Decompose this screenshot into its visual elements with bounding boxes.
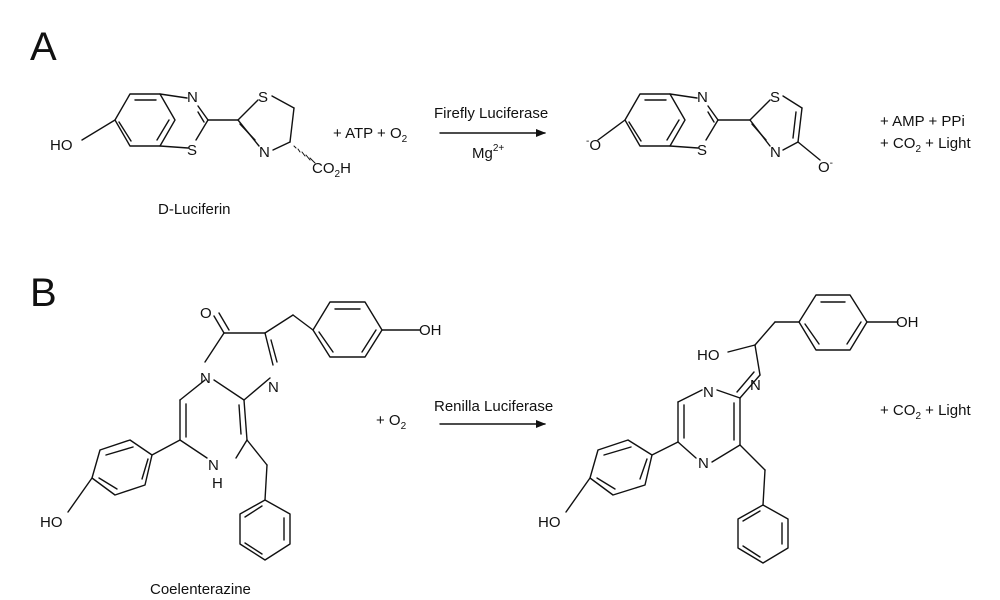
benzene-ring xyxy=(114,93,176,147)
atom-oh: OH xyxy=(419,322,442,339)
phenol-ring xyxy=(91,439,153,496)
oxyluciferin-structure xyxy=(597,93,821,161)
products-a-line2: + CO2 + Light xyxy=(880,135,971,155)
atom-s: S xyxy=(770,89,780,106)
atom-n: N xyxy=(697,89,708,106)
cofactor-mg: Mg2+ xyxy=(472,143,504,162)
atom-o: O xyxy=(200,305,212,322)
atom-n: N xyxy=(750,377,761,394)
substrate-name-coelenterazine: Coelenterazine xyxy=(150,581,251,598)
substrate-name-d-luciferin: D-Luciferin xyxy=(158,201,231,218)
enolate-o: O- xyxy=(818,158,833,176)
phenolate-o: -O xyxy=(586,136,601,154)
atom-n: N xyxy=(208,457,219,474)
atom-oh: OH xyxy=(896,314,919,331)
atom-s: S xyxy=(697,142,707,159)
d-luciferin-structure xyxy=(81,93,316,164)
phenol-ring xyxy=(798,294,868,351)
atom-n: N xyxy=(259,144,270,161)
benzene-ring xyxy=(737,504,789,564)
atom-h: H xyxy=(212,475,223,492)
atom-n: N xyxy=(187,89,198,106)
atom-s: S xyxy=(187,142,197,159)
atom-n: N xyxy=(200,370,211,387)
enzyme-firefly-luciferase: Firefly Luciferase xyxy=(434,105,548,122)
coelenterazine-structure xyxy=(67,301,421,561)
atom-ho: HO xyxy=(50,137,73,154)
phenol-ring xyxy=(589,439,653,496)
products-b: + CO2 + Light xyxy=(880,402,971,422)
benzene-ring xyxy=(624,93,686,147)
products-a-line1: + AMP + PPi xyxy=(880,113,965,130)
atom-n: N xyxy=(703,384,714,401)
carboxyl-group: CO2H xyxy=(312,160,351,180)
atom-ho: HO xyxy=(538,514,561,531)
atom-ho: HO xyxy=(40,514,63,531)
benzene-ring xyxy=(239,499,291,561)
atom-n: N xyxy=(698,455,709,472)
phenol-ring xyxy=(312,301,383,358)
coelenteramide-structure xyxy=(565,294,899,564)
enzyme-renilla-luciferase: Renilla Luciferase xyxy=(434,398,553,415)
atom-n: N xyxy=(268,379,279,396)
atom-ho: HO xyxy=(697,347,720,364)
atom-s: S xyxy=(258,89,268,106)
reagents-a: + ATP + O2 xyxy=(333,125,408,145)
reagent-b: + O2 xyxy=(376,412,407,432)
atom-n: N xyxy=(770,144,781,161)
panel-label-a: A xyxy=(30,25,57,69)
panel-label-b: B xyxy=(30,271,57,315)
